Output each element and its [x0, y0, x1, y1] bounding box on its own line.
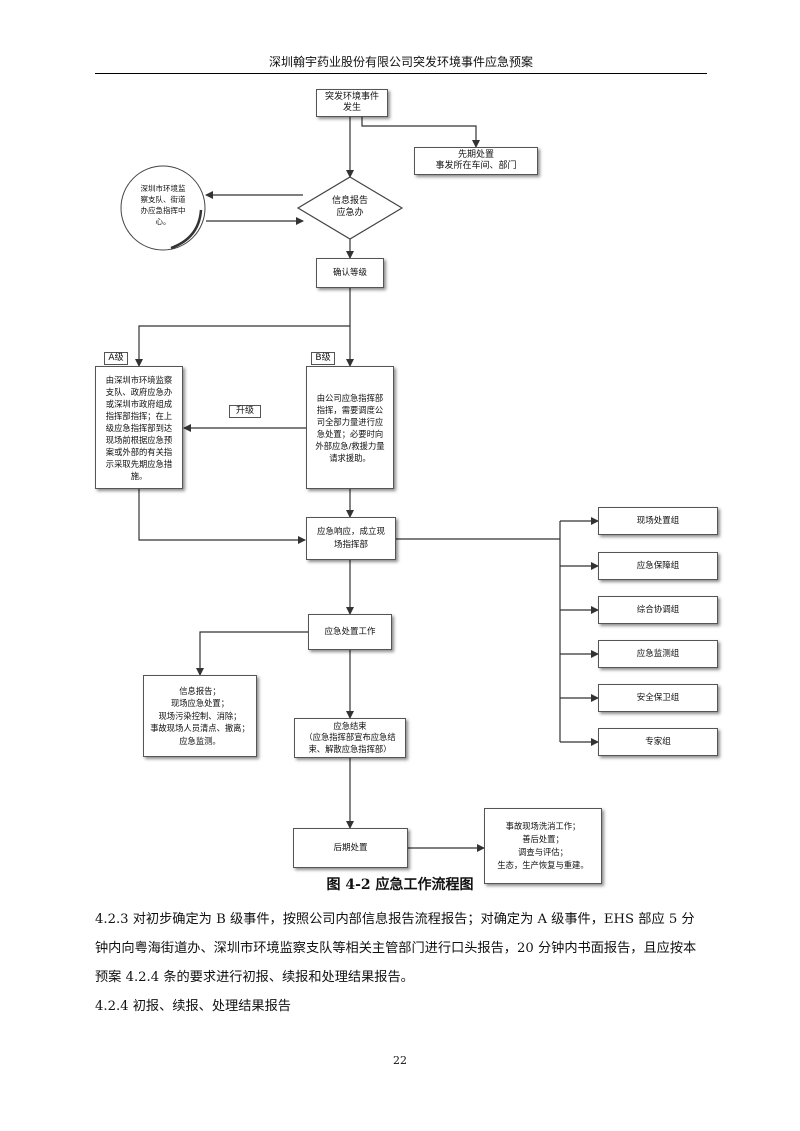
flowchart-connectors: [120, 117, 599, 852]
disposal-detail-box: 信息报告； 现场应急处置； 现场污染控制、消除； 事故现场人员清点、撤离； 应急…: [143, 675, 257, 757]
group-box-4: 应急监测组: [598, 640, 718, 668]
group-box-1: 现场处置组: [598, 507, 718, 535]
response-box: 应急响应，成立现 场指挥部: [306, 517, 396, 560]
paragraph-4-2-3: 4.2.3 对初步确定为 B 级事件，按照公司内部信息报告流程报告；对确定为 A…: [95, 912, 697, 985]
decision-diamond: [296, 176, 404, 240]
end-box: 应急结束 （应急指挥部宣布应急结 束、解散应急指挥部）: [294, 718, 406, 758]
post-detail-box: 事故现场洗消工作； 善后处置； 调查与评估； 生态，生产恢复与重建。: [484, 808, 602, 884]
b-level-box: 由公司应急指挥部 指挥，需要调度公 司全部力量进行应 急处置；必要时向 外部应急…: [306, 366, 394, 489]
external-center-label: 深圳市环境监 察支队、街道 办应急指挥中 心。: [140, 184, 186, 226]
upgrade-tag: 升级: [229, 405, 261, 418]
b-level-tag: B级: [311, 352, 335, 365]
body-text: 4.2.3 对初步确定为 B 级事件，按照公司内部信息报告流程报告；对确定为 A…: [95, 905, 707, 1021]
post-disposal-box: 后期处置: [293, 828, 408, 868]
event-box: 突发环境事件 发生: [316, 89, 388, 117]
group-box-5: 安全保卫组: [598, 684, 718, 712]
a-level-box: 由深圳市环境监察 支队、政府应急办 或深圳市政府组成 指挥部指挥；在上 级应急指…: [95, 366, 183, 489]
page-number: 22: [393, 1054, 407, 1067]
info-report-label: 信息报告 应急办: [331, 196, 368, 218]
first-response-box: 先期处置 事发所在车间、部门: [414, 147, 538, 175]
a-level-tag: A级: [104, 352, 128, 365]
paragraph-4-2-4-heading: 4.2.4 初报、续报、处理结果报告: [95, 999, 291, 1014]
figure-caption: 图 4-2 应急工作流程图: [326, 877, 474, 893]
group-box-6: 专家组: [598, 728, 718, 756]
confirm-level-box: 确认等级: [316, 258, 384, 288]
group-box-2: 应急保障组: [598, 552, 718, 580]
running-header: 深圳翰宇药业股份有限公司突发环境事件应急预案: [268, 55, 533, 69]
header-rule: [95, 73, 707, 74]
disposal-work-box: 应急处置工作: [308, 614, 392, 650]
group-box-3: 综合协调组: [598, 596, 718, 624]
external-center-circle: [120, 165, 206, 251]
